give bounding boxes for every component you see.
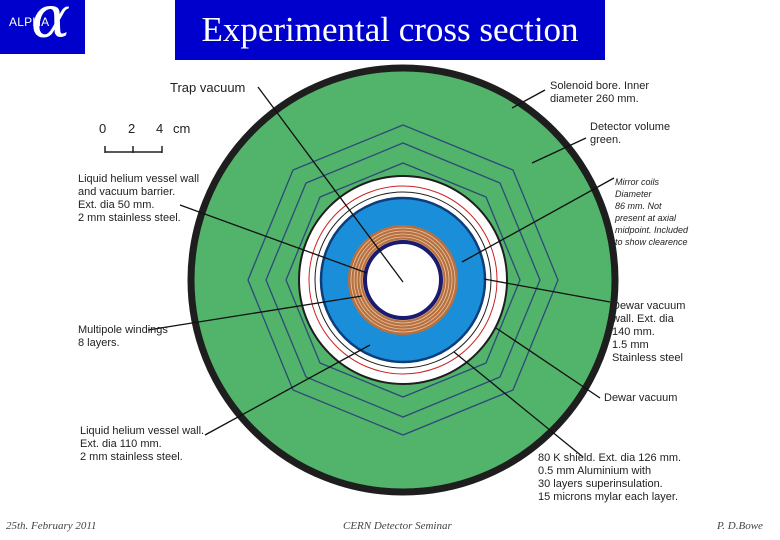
winding-layer-3: [356, 233, 450, 327]
leader-lhe-inner: [179, 204, 368, 274]
label-dewar-wall: Dewar vacuum wall. Ext. dia 140 mm. 1.5 …: [612, 300, 685, 365]
label-shield-line-4: 15 microns mylar each layer.: [538, 491, 678, 503]
label-lhe-inner-line-2: and vacuum barrier.: [78, 186, 176, 198]
label-mirror-line-2: Diameter: [615, 189, 652, 199]
label-lhe-inner-line-4: 2 mm stainless steel.: [78, 212, 181, 224]
label-solenoid-line-2: diameter 260 mm.: [550, 93, 639, 105]
leader-mirror-coils: [461, 177, 615, 263]
label-lhe-outer: Liquid helium vessel wall. Ext. dia 110 …: [80, 425, 204, 464]
winding-layer-2: [353, 230, 453, 330]
leader-detector: [531, 137, 587, 164]
leader-multipole: [147, 295, 363, 331]
scale-tick-2: 2: [128, 121, 136, 136]
leader-dewar-wall: [483, 278, 611, 303]
footer-date: 25th. February 2011: [6, 520, 97, 532]
label-mirror-coils: Mirror coils Diameter 86 mm. Not present…: [615, 176, 688, 248]
label-lhe-inner: Liquid helium vessel wall and vacuum bar…: [78, 173, 199, 225]
label-multipole: Multipole windings 8 layers.: [78, 324, 168, 350]
leader-lhe-outer: [204, 344, 371, 436]
label-detector-line-2: green.: [590, 134, 622, 146]
title-banner: Experimental cross section: [175, 0, 605, 60]
label-mirror-line-4: present at axial: [615, 213, 677, 223]
scale-tick-0: 0: [99, 121, 107, 136]
scale-bar: [104, 146, 163, 153]
leader-trap-vacuum: [257, 86, 404, 283]
winding-layer-1: [350, 227, 456, 333]
label-lhe-outer-line-1: Liquid helium vessel wall.: [80, 425, 205, 437]
label-dewar-wall-line-2: wall. Ext. dia: [612, 313, 674, 325]
detector-octagon-inner: [285, 162, 521, 398]
label-solenoid-line-1: Solenoid bore. Inner: [550, 80, 650, 92]
label-dewar-wall-line-5: Stainless steel: [612, 352, 683, 364]
label-shield-line-3: 30 layers superinsulation.: [538, 478, 663, 490]
page-title: Experimental cross section: [201, 10, 579, 49]
label-lhe-inner-line-3: Ext. dia 50 mm.: [78, 199, 155, 211]
leader-solenoid: [511, 89, 546, 109]
leader-shield: [453, 351, 584, 458]
label-lhe-outer-line-2: Ext. dia 110 mm.: [80, 438, 162, 450]
leader-lines: [147, 86, 615, 458]
label-dewar-wall-line-3: 140 mm.: [612, 326, 655, 338]
mirror-coil-outline: [308, 185, 498, 375]
label-multipole-line-2: 8 layers.: [78, 337, 120, 349]
label-dewar-wall-line-4: 1.5 mm: [612, 339, 649, 351]
label-lhe-outer-line-3: 2 mm stainless steel.: [80, 451, 183, 463]
logo-text: ALPHA: [9, 15, 50, 29]
label-trap-vacuum: Trap vacuum: [170, 80, 246, 95]
winding-layer-4: [359, 236, 447, 324]
label-detector-line-1: Detector volume: [590, 121, 671, 133]
detector-octagon-outer: [247, 124, 559, 436]
label-mirror-line-3: 86 mm. Not: [615, 201, 662, 211]
scale-tick-4: 4: [156, 121, 164, 136]
leader-dewar-vacuum: [495, 327, 601, 399]
label-detector: Detector volume green.: [590, 121, 670, 147]
lhe-inner-wall: [363, 240, 443, 320]
scale-unit: cm: [173, 121, 191, 136]
footer-event: CERN Detector Seminar: [343, 520, 452, 532]
label-dewar-vacuum: Dewar vacuum: [604, 392, 678, 404]
label-mirror-line-5: midpoint. Included: [615, 225, 689, 235]
label-lhe-inner-line-1: Liquid helium vessel wall: [78, 173, 200, 185]
alpha-glyph: α: [31, 0, 71, 51]
label-mirror-line-1: Mirror coils: [615, 177, 659, 187]
label-multipole-line-1: Multipole windings: [78, 324, 168, 336]
label-solenoid: Solenoid bore. Inner diameter 260 mm.: [550, 80, 649, 106]
label-shield-line-2: 0.5 mm Aluminium with: [538, 465, 652, 477]
alpha-logo: α ALPHA: [0, 0, 85, 54]
label-shield: 80 K shield. Ext. dia 126 mm. 0.5 mm Alu…: [538, 452, 681, 504]
detector-octagon-middle: [265, 142, 541, 418]
label-mirror-line-6: to show clearence: [615, 237, 688, 247]
footer-author: P. D.Bowe: [717, 520, 763, 532]
label-shield-line-1: 80 K shield. Ext. dia 126 mm.: [538, 452, 682, 464]
label-dewar-wall-line-1: Dewar vacuum: [612, 300, 686, 312]
